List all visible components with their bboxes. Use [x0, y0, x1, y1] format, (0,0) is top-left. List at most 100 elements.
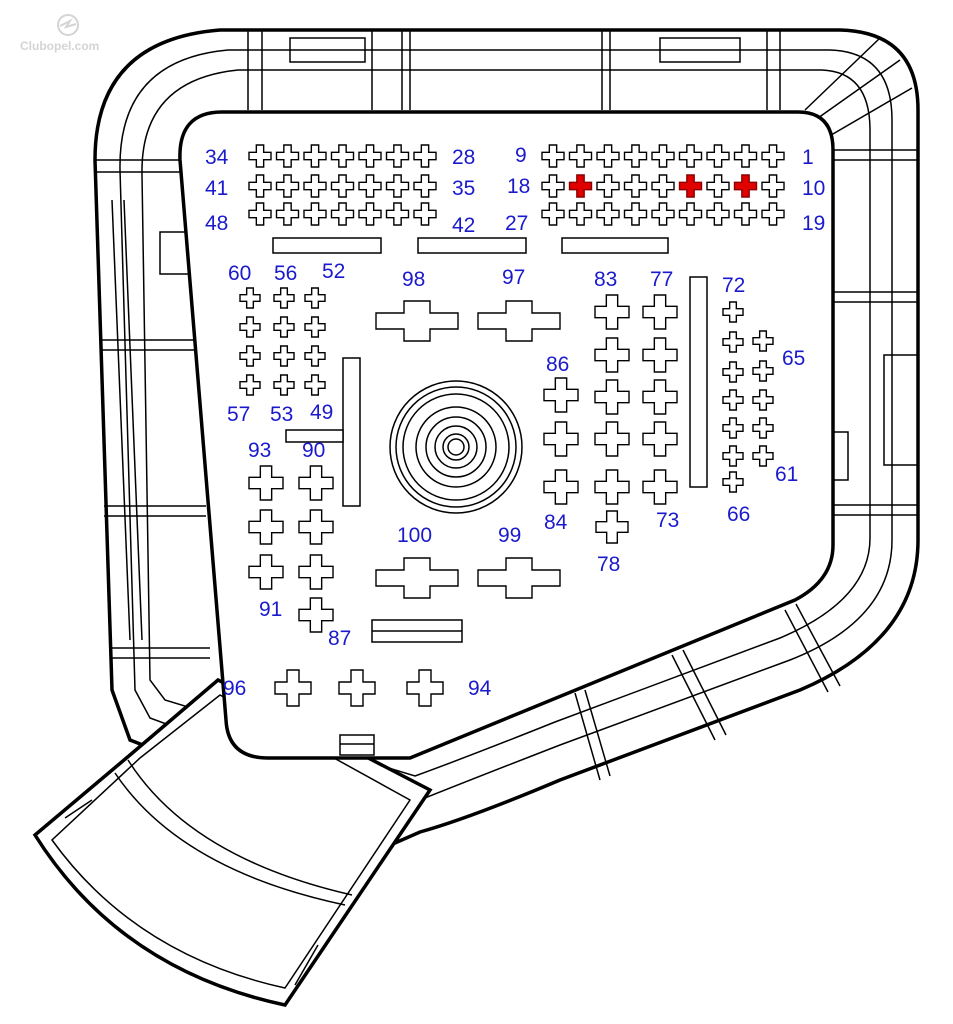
pin-label: 77 [650, 268, 673, 291]
mid-pin [594, 421, 630, 457]
right-small-pin [722, 471, 744, 493]
row2-left-pin1 [248, 174, 272, 198]
row2-right-pin6 [678, 174, 703, 198]
left-mid-pin [298, 509, 334, 545]
pin-label: 49 [310, 401, 333, 424]
pin-label: 34 [205, 146, 229, 169]
pin-label: 98 [402, 268, 425, 291]
pin-label: 1 [802, 146, 814, 169]
pin-label: 60 [228, 262, 251, 285]
row3-right-pin8 [733, 202, 758, 226]
pin-label: 41 [205, 177, 228, 200]
bottom-pin [338, 669, 376, 707]
row2-right-pin9 [761, 174, 785, 198]
pin-labels: 34 28 9 1 41 35 18 10 48 42 27 19 60 56 … [205, 144, 825, 700]
pin-label: 35 [452, 177, 475, 200]
left-block-pin [239, 345, 261, 367]
row2-left-pin4 [330, 174, 355, 198]
mid-pin [543, 377, 579, 413]
slot-bar [342, 357, 361, 507]
row1-left-pin4 [330, 144, 355, 168]
left-mid-pin [298, 465, 334, 501]
pin-label: 97 [502, 266, 525, 289]
left-block-pin [304, 316, 326, 338]
pin-label: 73 [656, 509, 679, 532]
row3-left-pin7 [413, 202, 437, 226]
pin-label: 9 [515, 144, 527, 167]
power-pin-100 [375, 557, 459, 599]
left-block-pin [239, 374, 261, 396]
power-pin-98 [375, 300, 459, 342]
pin-label: 65 [782, 347, 805, 370]
mid-pin [594, 337, 630, 373]
pin-label: 87 [328, 627, 351, 650]
row1-right-pin3 [596, 144, 620, 168]
pin-label: 72 [722, 274, 745, 297]
row2-left-pin7 [413, 174, 437, 198]
pin-label: 90 [302, 439, 325, 462]
row1-right-pin2 [568, 144, 593, 168]
slot-bars [272, 237, 708, 643]
mid-pin [543, 469, 579, 505]
right-small-pin [752, 389, 774, 411]
row3-right-pin3 [596, 202, 620, 226]
left-block-pin [304, 374, 326, 396]
pin-label: 96 [223, 677, 246, 700]
mid-pin [642, 421, 678, 457]
bottom-pin [406, 669, 444, 707]
left-block-pin [239, 287, 261, 309]
left-block-pin [273, 374, 295, 396]
left-block-pin [273, 316, 295, 338]
row3-right-pin7 [706, 202, 730, 226]
row1-right-pin9 [761, 144, 785, 168]
row2-right-pin8 [733, 174, 758, 198]
left-block-pin [273, 345, 295, 367]
row1-right-pin6 [678, 144, 703, 168]
right-small-pin [722, 417, 744, 439]
row2-right-pin3 [596, 174, 620, 198]
pin-label: 99 [498, 524, 521, 547]
right-small-pin [722, 301, 744, 323]
mid-pin [594, 294, 630, 330]
pin-label: 56 [274, 262, 297, 285]
row3-right-pin9 [761, 202, 785, 226]
pin-field [239, 144, 785, 707]
pin-label: 57 [227, 403, 250, 426]
left-mid-pin [248, 509, 284, 545]
pin-label: 94 [468, 677, 492, 700]
row2-left-pin3 [303, 174, 327, 198]
row2-right-pin1 [541, 174, 565, 198]
pin-label: 19 [802, 212, 825, 235]
left-block-pin [304, 345, 326, 367]
pin-label: 27 [505, 212, 528, 235]
row2-right-pin7 [706, 174, 730, 198]
left-mid-pin [298, 597, 334, 633]
logo-text: Clubopel.com [20, 39, 99, 53]
row3-left-pin5 [358, 202, 382, 226]
pin-label: 18 [507, 175, 530, 198]
pin-label: 93 [248, 439, 271, 462]
row2-left-pin6 [385, 174, 410, 198]
row3-left-pin2 [275, 202, 300, 226]
row2-left-pin2 [275, 174, 300, 198]
row2-right-pin2 [568, 174, 593, 198]
row3-right-pin2 [568, 202, 593, 226]
row3-right-pin5 [651, 202, 675, 226]
row1-left-pin2 [275, 144, 300, 168]
mid-pin [642, 469, 678, 505]
row1-left-pin7 [413, 144, 437, 168]
row1-left-pin6 [385, 144, 410, 168]
row1-left-pin3 [303, 144, 327, 168]
power-pin-99 [477, 557, 561, 599]
pin-label: 83 [594, 268, 617, 291]
right-small-pin [722, 389, 744, 411]
left-mid-pin [248, 554, 284, 590]
right-small-pin [752, 417, 774, 439]
mid-pin [642, 379, 678, 415]
right-small-pin [752, 360, 774, 382]
row1-right-pin1 [541, 144, 565, 168]
pin-label: 61 [775, 463, 798, 486]
mid-pin [594, 469, 630, 505]
pin-label: 48 [205, 212, 228, 235]
